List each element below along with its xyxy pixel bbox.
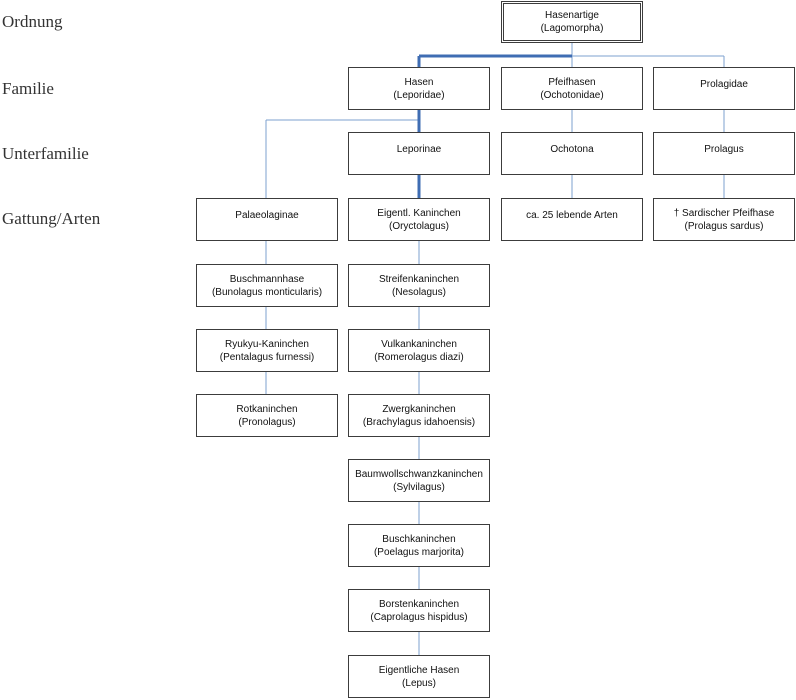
node-title: Eigentl. Kaninchen — [377, 207, 461, 219]
node-lagomorpha: Hasenartige (Lagomorpha) — [501, 1, 643, 43]
node-title: Hasen — [404, 76, 434, 88]
node-title: Vulkankaninchen — [381, 338, 457, 350]
node-palaeolaginae: Palaeolaginae — [196, 198, 338, 241]
node-title: Baumwollschwanzkaninchen — [355, 468, 483, 480]
node-title: Buschmannhase — [229, 273, 305, 285]
rank-label-subfamily: Unterfamilie — [2, 144, 89, 163]
node-subtitle: (Nesolagus) — [392, 286, 446, 298]
node-prolagus-sardus: † Sardischer Pfeifhase (Prolagus sardus) — [653, 198, 795, 241]
node-ochotonidae: Pfeifhasen (Ochotonidae) — [501, 67, 643, 110]
node-title: ca. 25 lebende Arten — [526, 210, 618, 221]
node-title: Rotkaninchen — [236, 403, 298, 415]
node-title: Pfeifhasen — [548, 76, 596, 88]
node-subtitle: (Prolagus sardus) — [684, 220, 764, 232]
node-title: Streifenkaninchen — [378, 273, 460, 285]
node-pronolagus: Rotkaninchen (Pronolagus) — [196, 394, 338, 437]
node-title: Palaeolaginae — [235, 210, 299, 221]
node-subtitle: (Romerolagus diazi) — [374, 351, 464, 363]
node-subtitle: (Bunolagus monticularis) — [211, 286, 323, 298]
node-brachylagus: Zwergkaninchen (Brachylagus idahoensis) — [348, 394, 490, 437]
node-lepus: Eigentliche Hasen (Lepus) — [348, 655, 490, 698]
node-title: Ryukyu-Kaninchen — [225, 338, 309, 350]
node-bunolagus: Buschmannhase (Bunolagus monticularis) — [196, 264, 338, 307]
node-leporinae: Leporinae — [348, 132, 490, 175]
node-leporidae: Hasen (Leporidae) — [348, 67, 490, 110]
node-title: Buschkaninchen — [382, 533, 456, 545]
node-subtitle: (Oryctolagus) — [388, 220, 449, 232]
node-title: Eigentliche Hasen — [378, 664, 460, 676]
node-subtitle: (Poelagus marjorita) — [373, 546, 465, 558]
node-title: † Sardischer Pfeifhase — [673, 207, 775, 219]
node-subtitle: (Lagomorpha) — [540, 23, 604, 34]
node-title: Prolagidae — [700, 79, 748, 90]
node-subtitle: (Leporidae) — [393, 89, 445, 101]
node-sylvilagus: Baumwollschwanzkaninchen (Sylvilagus) — [348, 459, 490, 502]
node-title: Zwergkaninchen — [382, 403, 456, 415]
node-poelagus: Buschkaninchen (Poelagus marjorita) — [348, 524, 490, 567]
node-nesolagus: Streifenkaninchen (Nesolagus) — [348, 264, 490, 307]
node-romerolagus: Vulkankaninchen (Romerolagus diazi) — [348, 329, 490, 372]
rank-label-genus: Gattung/Arten — [2, 209, 101, 228]
node-subtitle: (Pentalagus furnessi) — [219, 351, 315, 363]
node-title: Ochotona — [550, 144, 594, 155]
node-ochotona: Ochotona — [501, 132, 643, 175]
node-subtitle: (Lepus) — [402, 677, 436, 689]
node-subtitle: (Pronolagus) — [238, 416, 296, 428]
node-title: Borstenkaninchen — [378, 598, 460, 610]
node-prolagus: Prolagus — [653, 132, 795, 175]
node-prolagidae: Prolagidae — [653, 67, 795, 110]
node-title: Hasenartige — [545, 10, 599, 21]
rank-label-family: Familie — [2, 79, 54, 98]
rank-label-order: Ordnung — [2, 12, 63, 31]
node-oryctolagus: Eigentl. Kaninchen (Oryctolagus) — [348, 198, 490, 241]
node-subtitle: (Sylvilagus) — [393, 481, 445, 493]
node-title: Prolagus — [704, 144, 744, 155]
node-subtitle: (Caprolagus hispidus) — [370, 611, 468, 623]
node-subtitle: (Ochotonidae) — [540, 89, 604, 101]
node-subtitle: (Brachylagus idahoensis) — [362, 416, 476, 428]
node-ochotona-species: ca. 25 lebende Arten — [501, 198, 643, 241]
node-title: Leporinae — [396, 144, 442, 155]
node-caprolagus: Borstenkaninchen (Caprolagus hispidus) — [348, 589, 490, 632]
node-pentalagus: Ryukyu-Kaninchen (Pentalagus furnessi) — [196, 329, 338, 372]
